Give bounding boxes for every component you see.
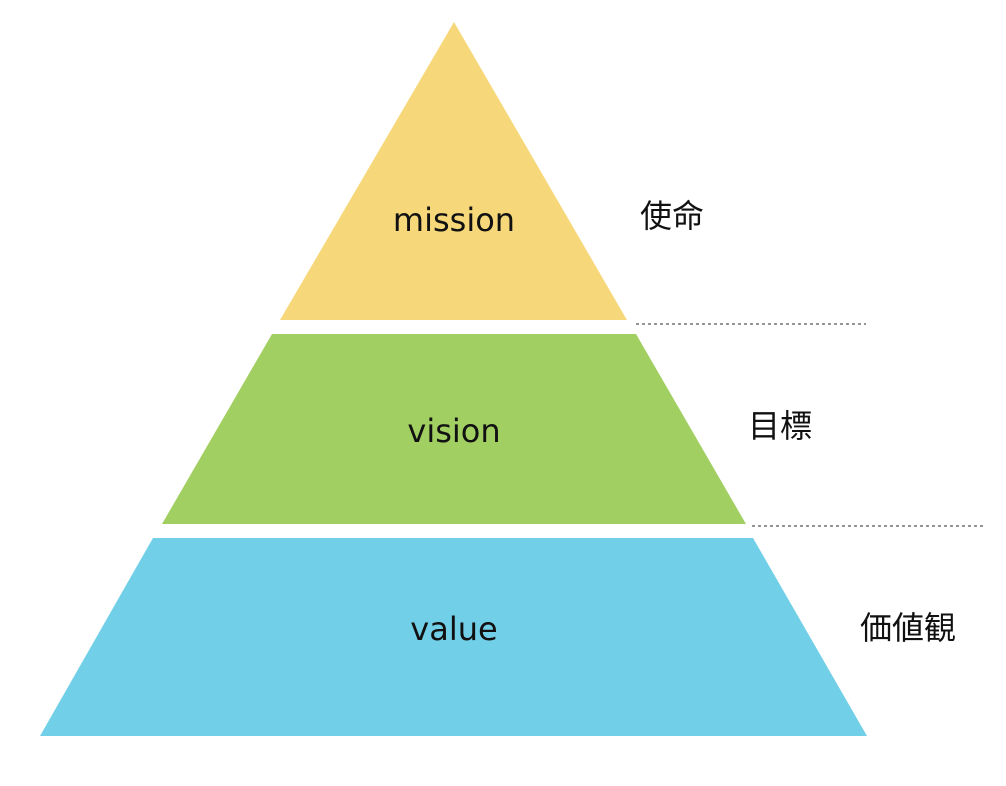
mission-side-label: 使命 <box>640 197 704 235</box>
vision-shape <box>162 334 746 524</box>
value-side-label: 価値観 <box>860 609 956 647</box>
vision-label: vision <box>407 412 500 450</box>
vision-side-label: 目標 <box>748 407 812 445</box>
value-shape <box>40 538 867 736</box>
pyramid-layer-vision: vision <box>162 334 746 524</box>
mission-shape <box>280 22 627 320</box>
pyramid-layer-mission: mission <box>280 22 627 320</box>
pyramid-layer-value: value <box>40 538 867 736</box>
mission-label: mission <box>393 201 515 239</box>
value-label: value <box>410 610 497 648</box>
